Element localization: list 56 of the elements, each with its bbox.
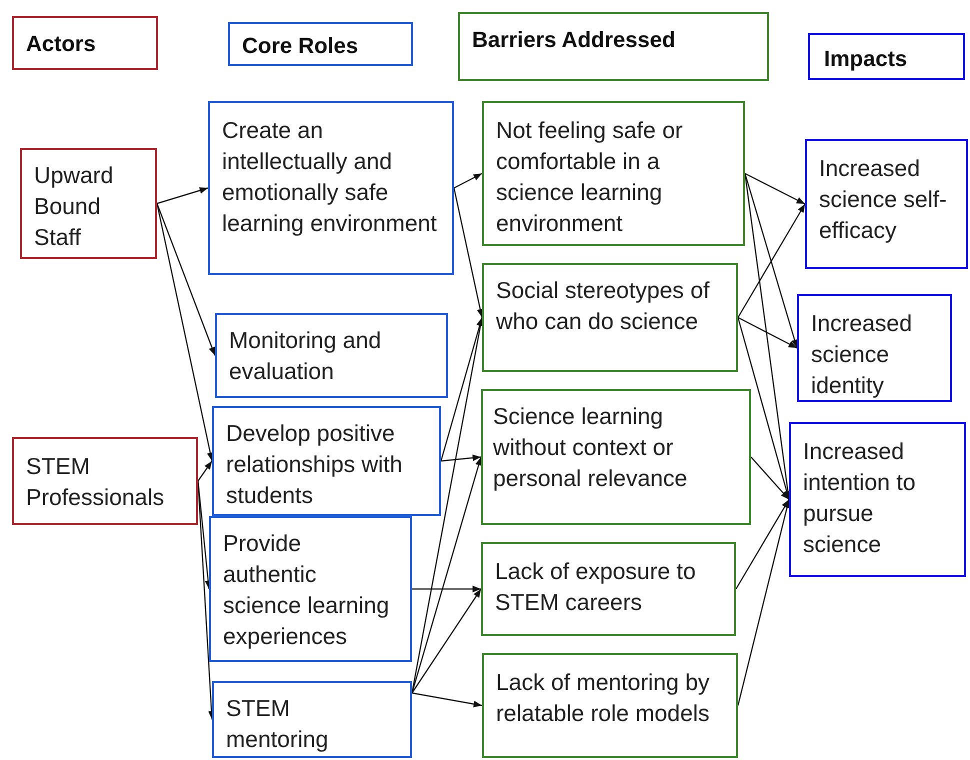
box-text: Lack of mentoring by relatable role models [496,668,711,728]
column-heading: Impacts [824,45,908,73]
arrow [744,172,806,205]
box-text: Science learning without context or personal relevance [493,402,688,493]
arrow [440,454,482,462]
process-box [212,406,441,516]
column-heading: Barriers Addressed [472,26,676,54]
process-box [212,681,412,758]
box-text: Increased intention to pursue science [803,437,917,559]
arrow [156,203,216,356]
box-text: Create an intellectually and emotionally safe learning environment [222,116,438,238]
arrow [737,204,806,318]
arrow [412,588,482,694]
arrow [453,188,484,318]
box-text: STEM mentoring [226,694,330,754]
arrow [412,586,481,592]
box-text: Develop positive relationships with students [226,419,404,510]
box-text: Upward Bound Staff [34,161,114,252]
process-box [481,389,751,525]
column-heading: Actors [26,30,97,58]
arrow [156,187,208,204]
process-box [20,148,157,259]
column-header-box [808,33,965,80]
process-box [805,139,968,269]
process-box [482,101,745,246]
process-box [215,313,448,398]
arrow [440,317,483,462]
arrow [454,172,482,189]
process-box [481,542,736,636]
box-text: Monitoring and evaluation [229,326,382,386]
process-box [208,101,454,275]
box-text: Provide authentic science learning experiences [223,529,390,651]
column-header-box [228,22,413,66]
arrow [738,316,798,349]
process-box [482,653,738,758]
process-box [789,422,966,577]
process-box [797,294,952,402]
arrow [412,692,482,708]
box-text: Increased science identity [811,309,914,400]
box-text: Increased science self-efficacy [819,154,948,245]
box-text: Not feeling safe or comfortable in a science learning environment [496,116,684,238]
box-text: Lack of exposure to STEM careers [495,557,697,617]
box-text: Social stereotypes of who can do science [496,276,711,336]
column-header-box [12,16,158,70]
arrow [735,499,790,590]
arrow [744,173,798,348]
arrow [737,499,790,706]
box-text: STEM Professionals [26,452,166,512]
process-box [12,437,198,525]
arrow [411,456,482,694]
arrow [750,456,790,500]
column-heading: Core Roles [242,32,360,60]
arrow [198,460,212,482]
process-box [482,263,738,372]
column-header-box [458,12,769,81]
process-box [209,516,412,662]
